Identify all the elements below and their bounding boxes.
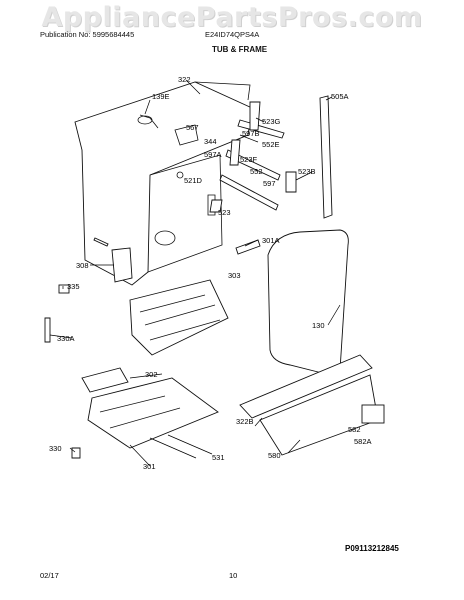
watermark-text: AppliancePartsPros.com xyxy=(41,2,423,33)
bottom-panels xyxy=(71,354,385,459)
callout-label: 523 xyxy=(218,208,231,217)
callout-label: 523F xyxy=(240,155,258,164)
callout-label: 301A xyxy=(262,236,280,245)
callout-label: 322B xyxy=(236,417,254,426)
base-frame xyxy=(129,279,229,356)
callout-label: 330A xyxy=(57,334,75,343)
model-number: E24ID74QPS4A xyxy=(205,30,260,39)
footer-date: 02/17 xyxy=(40,571,59,580)
publication-number: Publication No: 5995684445 xyxy=(40,30,135,39)
callout-label: 597B xyxy=(242,129,260,138)
callout-label: 523G xyxy=(262,117,281,126)
tub-illustration xyxy=(74,81,253,286)
callout-label: 505A xyxy=(331,92,349,101)
callout-label: 580 xyxy=(268,451,281,460)
callout-label: 531 xyxy=(212,453,225,462)
callout-label: 597A xyxy=(204,150,222,159)
door-gasket xyxy=(267,229,349,377)
callout-label: 301 xyxy=(143,462,156,471)
callout-label: 597 xyxy=(263,179,276,188)
callout-label: 344 xyxy=(204,137,217,146)
leader-lines xyxy=(49,79,341,467)
figure-id: P09113212845 xyxy=(345,544,399,553)
callout-label: 139E xyxy=(152,92,170,101)
callout-label: 552E xyxy=(262,140,280,149)
callout-label: 130 xyxy=(312,321,325,330)
callout-label: 567 xyxy=(186,123,199,132)
page-title: TUB & FRAME xyxy=(212,45,268,54)
callout-label: 322 xyxy=(178,75,191,84)
callout-label: 582 xyxy=(348,425,361,434)
rack-rails xyxy=(209,95,333,219)
callout-label: 521D xyxy=(184,176,203,185)
callout-labels: 322 139E 567 344 597B 552E 505A 523G 597… xyxy=(49,75,372,471)
page-number: 10 xyxy=(229,571,238,580)
callout-label: 582A xyxy=(354,437,372,446)
callout-label: 303 xyxy=(228,271,241,280)
callout-label: 335 xyxy=(67,282,80,291)
hinge-parts xyxy=(44,237,261,343)
callout-label: 523B xyxy=(298,167,316,176)
callout-label: 552 xyxy=(250,167,263,176)
callout-label: 302 xyxy=(145,370,158,379)
callout-label: 330 xyxy=(49,444,62,453)
callout-label: 308 xyxy=(76,261,89,270)
